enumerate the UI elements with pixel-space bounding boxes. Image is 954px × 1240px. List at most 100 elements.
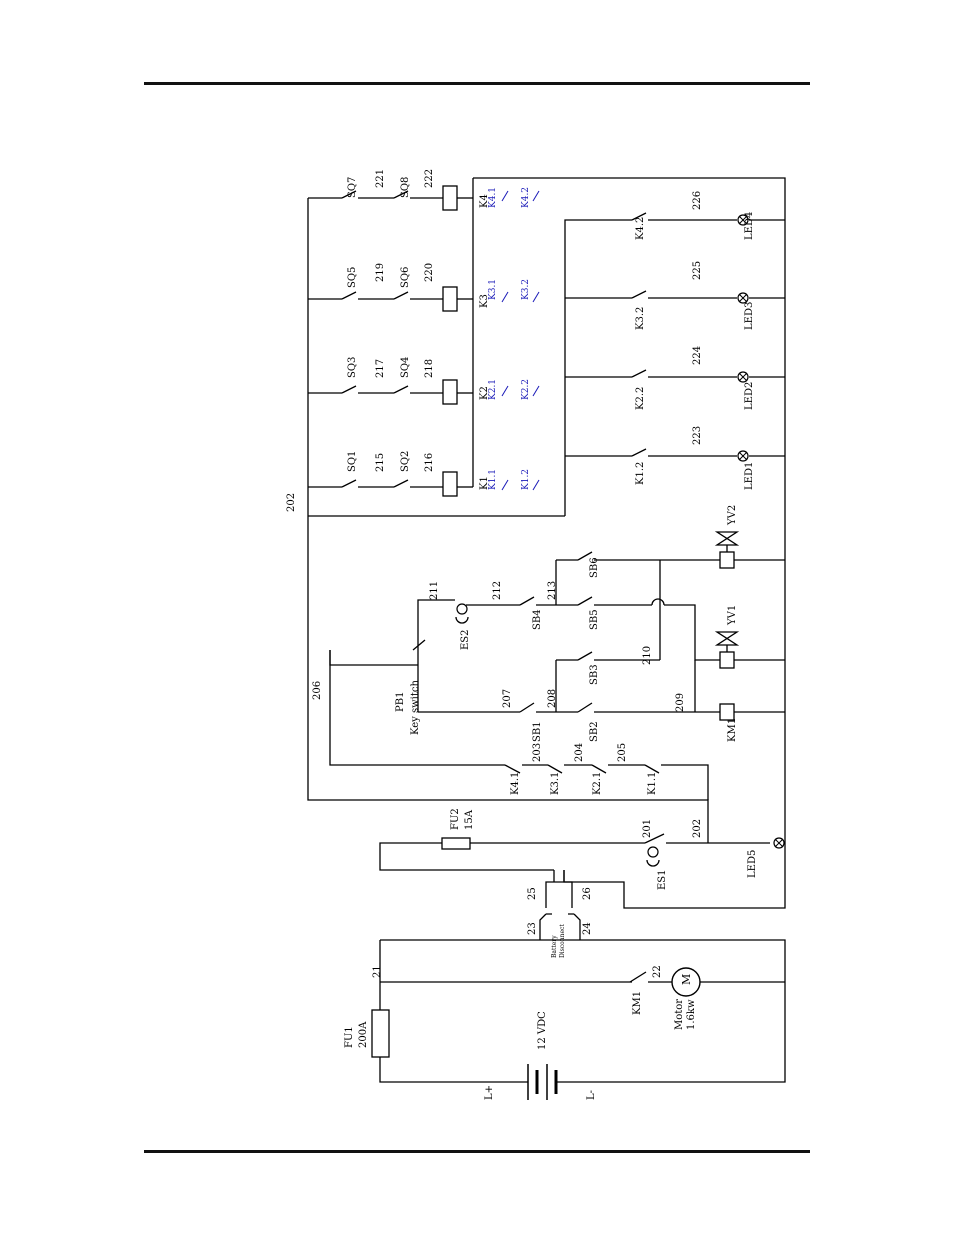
label-208: 208 bbox=[547, 689, 558, 708]
yv2-coil bbox=[719, 551, 735, 569]
power-circuit bbox=[371, 870, 786, 1100]
label-222: 222 bbox=[424, 169, 435, 188]
label-led1: LED1 bbox=[744, 462, 755, 490]
label-sq2: SQ2 bbox=[400, 451, 411, 472]
label-k2: K2 bbox=[479, 386, 490, 400]
label-sb5: SB5 bbox=[589, 609, 600, 630]
label-k2-2: K2.2 bbox=[521, 379, 531, 400]
rung-k1 bbox=[308, 471, 473, 497]
label-yv1: YV1 bbox=[727, 605, 738, 626]
label-fu1-rating: 200A bbox=[358, 1021, 369, 1048]
label-key-switch: Key switch bbox=[410, 680, 421, 735]
label-motor-power: 1.6kw bbox=[686, 999, 697, 1030]
led4-icon bbox=[737, 214, 749, 226]
label-220: 220 bbox=[424, 263, 435, 282]
label-led5: LED5 bbox=[747, 850, 758, 878]
label-k1-2: K1.2 bbox=[521, 469, 531, 490]
label-218: 218 bbox=[424, 359, 435, 378]
label-yv2: YV2 bbox=[727, 505, 738, 526]
label-211: 211 bbox=[429, 581, 440, 600]
led1-icon bbox=[737, 450, 749, 462]
label-24: 24 bbox=[582, 922, 593, 935]
led5-icon bbox=[773, 837, 785, 849]
label-217: 217 bbox=[375, 359, 386, 378]
label-l-minus: L- bbox=[586, 1090, 597, 1100]
label-207: 207 bbox=[502, 689, 513, 708]
label-k3-2-contact: K3.2 bbox=[635, 307, 646, 330]
label-226: 226 bbox=[692, 191, 703, 210]
battery-icon bbox=[527, 1064, 558, 1100]
label-k3: K3 bbox=[479, 294, 490, 308]
label-sb2: SB2 bbox=[589, 721, 600, 742]
label-km1-contact: KM1 bbox=[632, 991, 643, 1015]
label-led2: LED2 bbox=[744, 382, 755, 410]
label-212: 212 bbox=[492, 581, 503, 600]
yv1-valve-icon bbox=[714, 631, 740, 652]
label-es2: ES2 bbox=[460, 629, 471, 650]
k1-coil bbox=[442, 471, 458, 497]
label-sq4: SQ4 bbox=[400, 357, 411, 378]
rung-k2 bbox=[308, 379, 473, 405]
label-210: 210 bbox=[642, 646, 653, 665]
label-sq7: SQ7 bbox=[347, 177, 358, 198]
label-k1-1-contact: K1.1 bbox=[647, 772, 658, 795]
label-204: 204 bbox=[574, 743, 585, 762]
label-k2-1: K2.1 bbox=[488, 379, 498, 400]
yv2-valve-icon bbox=[714, 531, 740, 552]
fu1-fuse bbox=[371, 1009, 390, 1058]
label-23: 23 bbox=[527, 922, 538, 935]
label-sq3: SQ3 bbox=[347, 357, 358, 378]
label-206: 206 bbox=[312, 681, 323, 700]
label-battery: 12 VDC bbox=[537, 1011, 548, 1050]
rung-k4 bbox=[308, 185, 473, 211]
yv1-coil bbox=[719, 651, 735, 669]
label-sq6: SQ6 bbox=[400, 267, 411, 288]
label-209: 209 bbox=[675, 693, 686, 712]
label-es1: ES1 bbox=[657, 869, 668, 890]
label-sq8: SQ8 bbox=[400, 177, 411, 198]
label-sq1: SQ1 bbox=[347, 451, 358, 472]
km1-coil bbox=[719, 703, 735, 721]
label-k3-1: K3.1 bbox=[488, 279, 498, 300]
fu2-fuse bbox=[441, 837, 471, 850]
label-221: 221 bbox=[375, 169, 386, 188]
label-fu2: FU2 bbox=[450, 808, 461, 830]
led3-icon bbox=[737, 292, 749, 304]
label-201: 201 bbox=[642, 819, 653, 838]
label-k4-1: K4.1 bbox=[488, 187, 498, 208]
label-fu1: FU1 bbox=[344, 1026, 355, 1048]
led2-icon bbox=[737, 371, 749, 383]
label-k4: K4 bbox=[479, 194, 490, 208]
label-motor: Motor bbox=[674, 999, 685, 1030]
label-225: 225 bbox=[692, 261, 703, 280]
label-sb6: SB6 bbox=[589, 557, 600, 578]
label-battery-disconnect-2: Disconnect bbox=[559, 924, 566, 958]
relay-contact-glyphs bbox=[501, 190, 540, 491]
bottom-rule bbox=[144, 1150, 810, 1153]
rung-led1 bbox=[565, 448, 785, 457]
label-22: 22 bbox=[652, 965, 663, 978]
label-26: 26 bbox=[582, 887, 593, 900]
es1-icon bbox=[646, 846, 660, 867]
label-k1-1: K1.1 bbox=[488, 469, 498, 490]
top-rule bbox=[144, 82, 810, 85]
label-223: 223 bbox=[692, 426, 703, 445]
label-224: 224 bbox=[692, 346, 703, 365]
label-sq5: SQ5 bbox=[347, 267, 358, 288]
rung-led2 bbox=[565, 369, 785, 378]
label-k4-1-contact: K4.1 bbox=[510, 772, 521, 795]
label-213: 213 bbox=[547, 581, 558, 600]
label-k4-2: K4.2 bbox=[521, 187, 531, 208]
label-215: 215 bbox=[375, 453, 386, 472]
motor-symbol: M bbox=[680, 974, 693, 985]
k4-coil bbox=[442, 185, 458, 211]
label-216: 216 bbox=[424, 453, 435, 472]
rung-led3 bbox=[565, 290, 785, 299]
motor-icon bbox=[671, 967, 701, 997]
label-sb4: SB4 bbox=[532, 609, 543, 630]
label-k3-2: K3.2 bbox=[521, 279, 531, 300]
label-fu2-rating: 15A bbox=[464, 809, 475, 830]
k3-coil bbox=[442, 286, 458, 312]
